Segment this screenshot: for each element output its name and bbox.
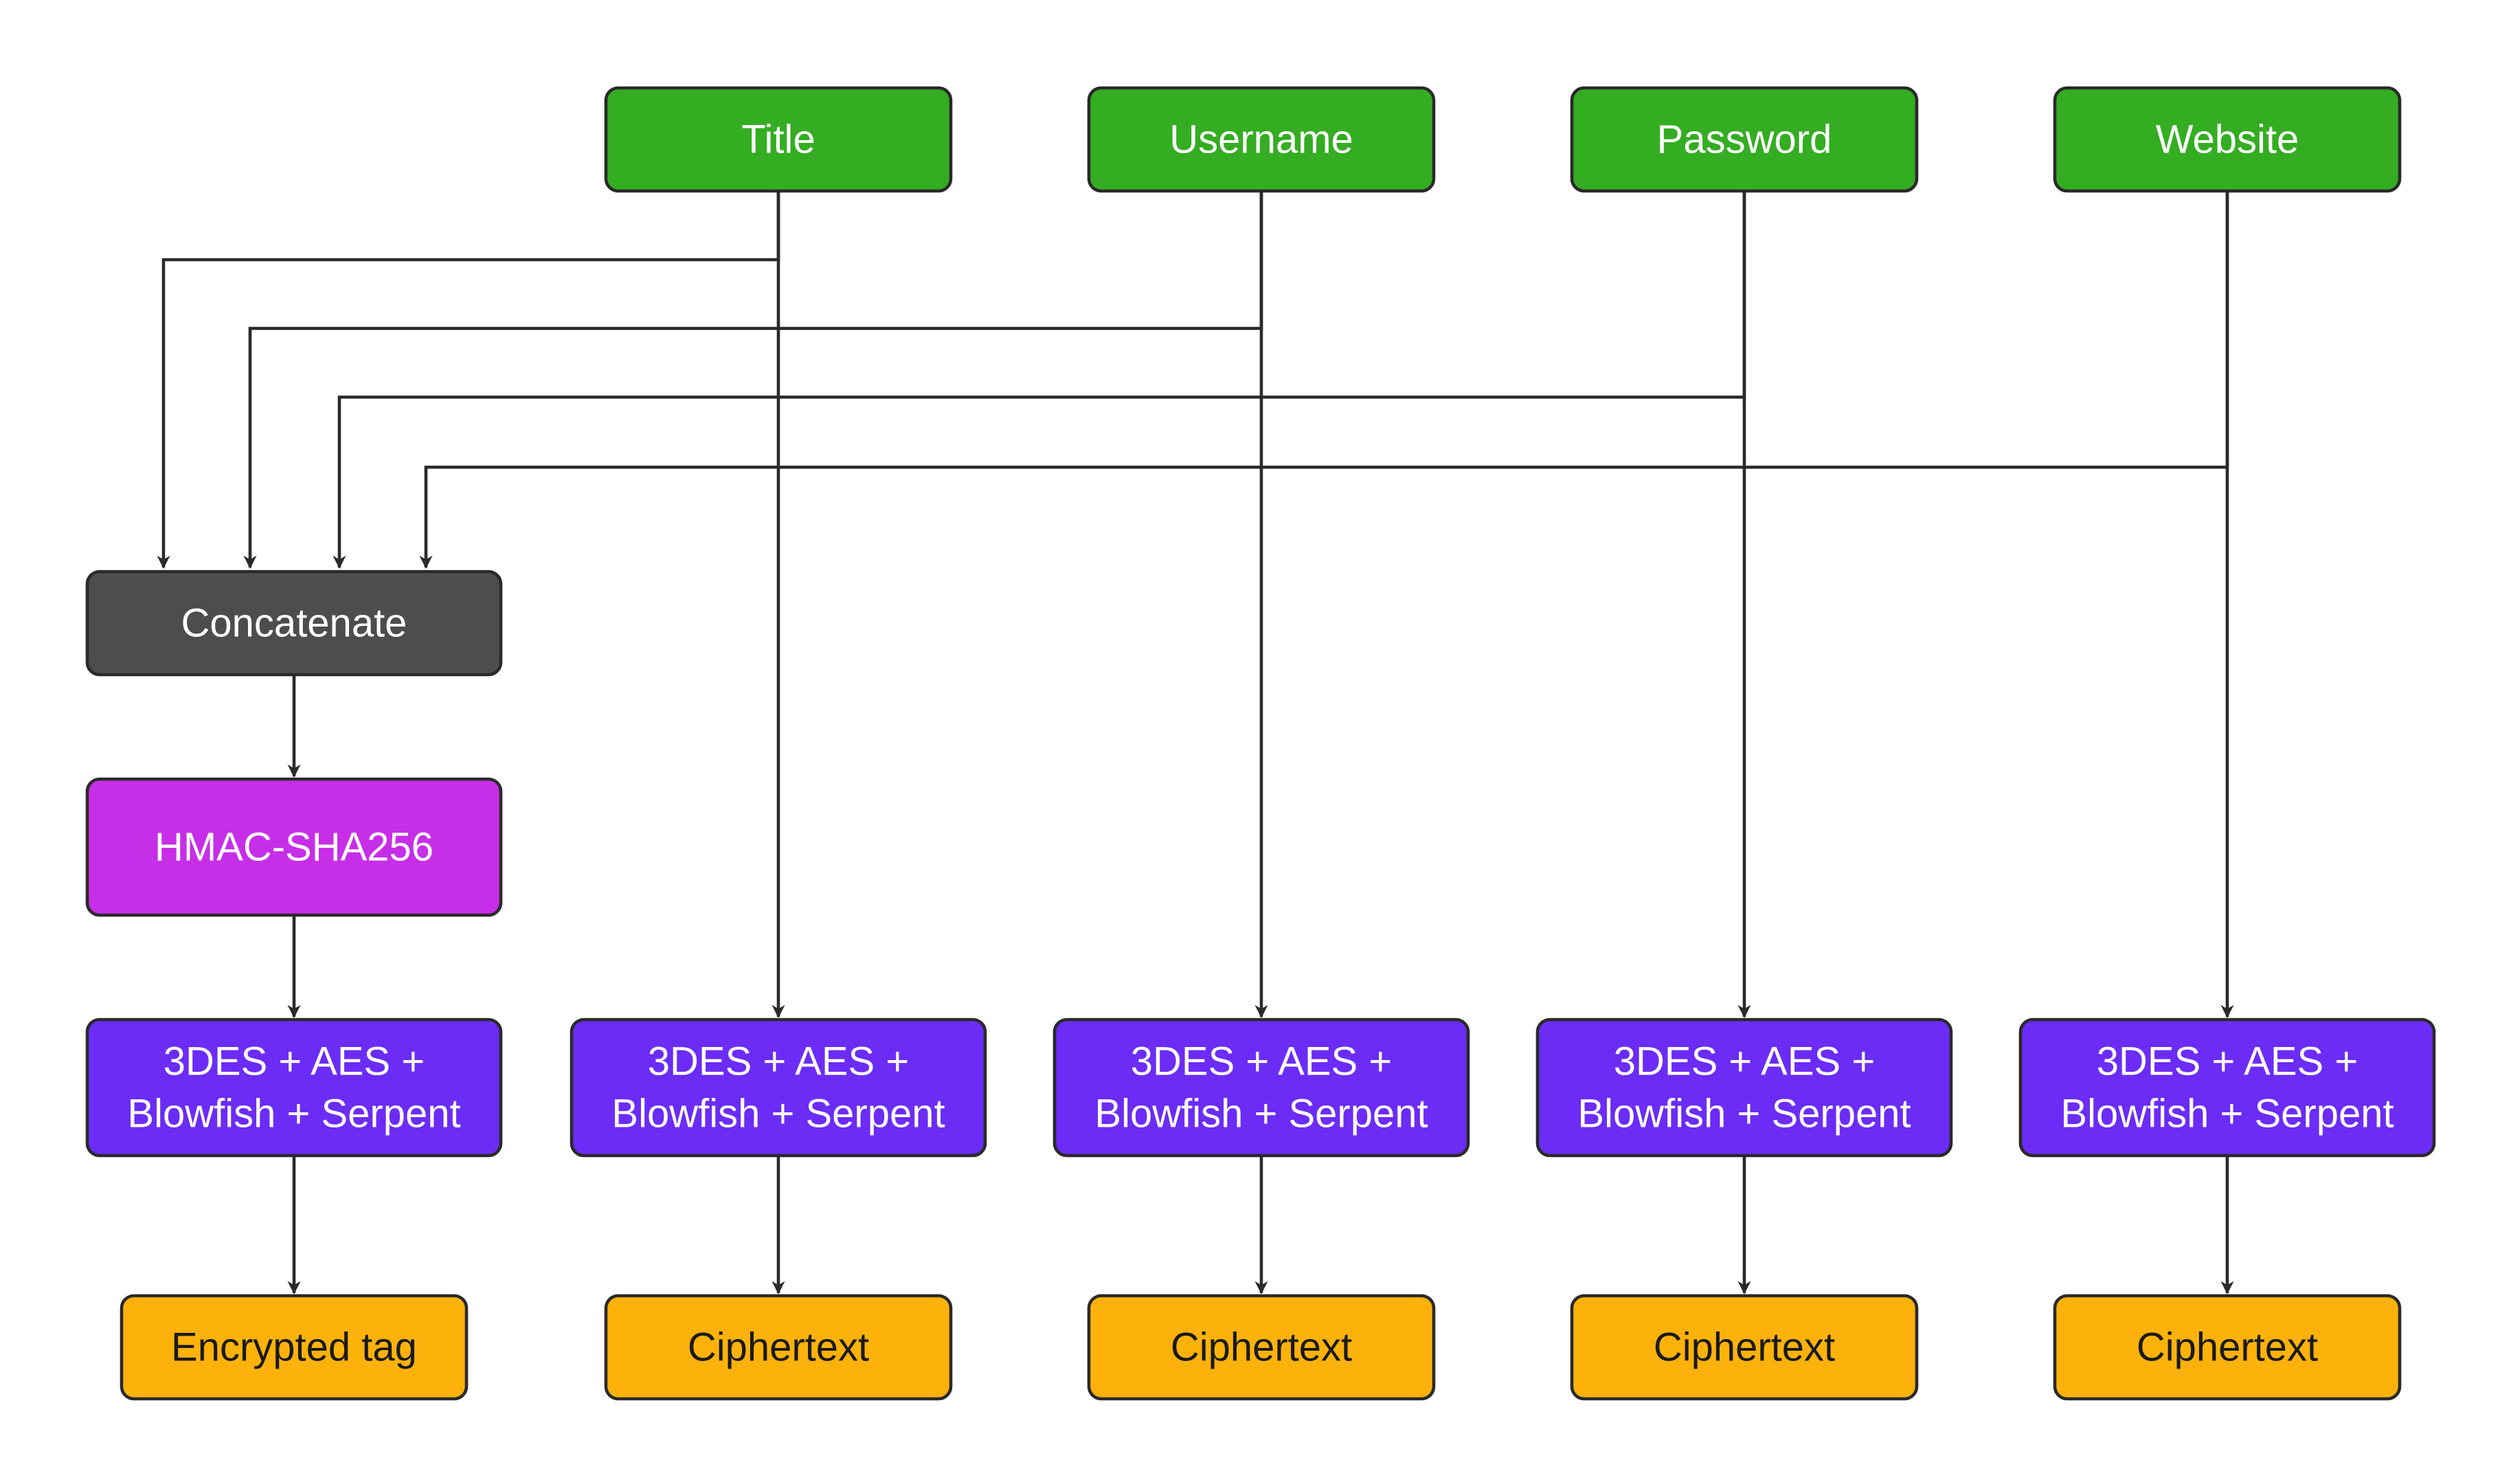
node-hmac-box [85,777,503,917]
node-cipher-tag: 3DES + AES + Blowfish + Serpent [85,1018,503,1158]
node-username: Username [1087,86,1436,193]
node-title: Title [604,86,953,193]
node-ciphertext-website-label: Ciphertext [2137,1325,2318,1370]
edge-username-to-concatenate [243,191,1263,569]
node-hmac: HMAC-SHA256 [85,777,503,917]
node-ciphertext-password-box [1570,1294,1919,1401]
edges [157,191,2234,1294]
node-ciphertext-website: Ciphertext [2053,1294,2402,1401]
node-password: Password [1570,86,1919,193]
node-cipher-website-line1: 3DES + AES + [2097,1039,2358,1084]
node-website-box [2053,86,2402,193]
node-cipher-title-line2: Blowfish + Serpent [611,1092,945,1136]
node-cipher-title-box [570,1018,987,1158]
edge-title-to-concatenate [157,191,780,569]
node-title-label: Title [741,117,815,162]
node-cipher-password-line1: 3DES + AES + [1614,1039,1875,1084]
node-cipher-password-line2: Blowfish + Serpent [1577,1092,1911,1136]
node-concatenate: Concatenate [85,570,503,677]
node-ciphertext-username-box [1087,1294,1436,1401]
node-encrypted-tag-label: Encrypted tag [171,1325,417,1370]
node-hmac-label: HMAC-SHA256 [155,825,433,870]
node-cipher-password-box [1535,1018,1953,1158]
node-cipher-website-line2: Blowfish + Serpent [2060,1092,2394,1136]
node-ciphertext-password-label: Ciphertext [1654,1325,1835,1370]
node-cipher-tag-box [85,1018,503,1158]
node-ciphertext-title: Ciphertext [604,1294,953,1401]
node-username-box [1087,86,1436,193]
node-concatenate-box [85,570,503,677]
node-cipher-website-box [2018,1018,2436,1158]
node-ciphertext-password: Ciphertext [1570,1294,1919,1401]
node-website-label: Website [2156,117,2299,162]
node-cipher-username: 3DES + AES + Blowfish + Serpent [1052,1018,1470,1158]
node-ciphertext-website-box [2053,1294,2402,1401]
node-ciphertext-username-label: Ciphertext [1171,1325,1352,1370]
node-title-box [604,86,953,193]
node-ciphertext-username: Ciphertext [1087,1294,1436,1401]
node-ciphertext-title-label: Ciphertext [688,1325,869,1370]
node-concatenate-label: Concatenate [181,601,407,646]
node-cipher-website: 3DES + AES + Blowfish + Serpent [2018,1018,2436,1158]
node-cipher-title: 3DES + AES + Blowfish + Serpent [570,1018,987,1158]
node-cipher-username-line1: 3DES + AES + [1131,1039,1392,1084]
node-cipher-tag-line1: 3DES + AES + [164,1039,425,1084]
node-username-label: Username [1169,117,1353,162]
node-cipher-tag-line2: Blowfish + Serpent [127,1092,460,1136]
edge-website-to-concatenate [419,191,2229,569]
node-cipher-username-box [1052,1018,1470,1158]
node-cipher-username-line2: Blowfish + Serpent [1094,1092,1428,1136]
node-cipher-title-line1: 3DES + AES + [648,1039,909,1084]
node-encrypted-tag-box [120,1294,469,1401]
node-password-box [1570,86,1919,193]
edge-password-to-concatenate [333,191,1746,569]
node-cipher-password: 3DES + AES + Blowfish + Serpent [1535,1018,1953,1158]
node-encrypted-tag: Encrypted tag [120,1294,469,1401]
node-password-label: Password [1657,117,1832,162]
node-website: Website [2053,86,2402,193]
node-ciphertext-title-box [604,1294,953,1401]
